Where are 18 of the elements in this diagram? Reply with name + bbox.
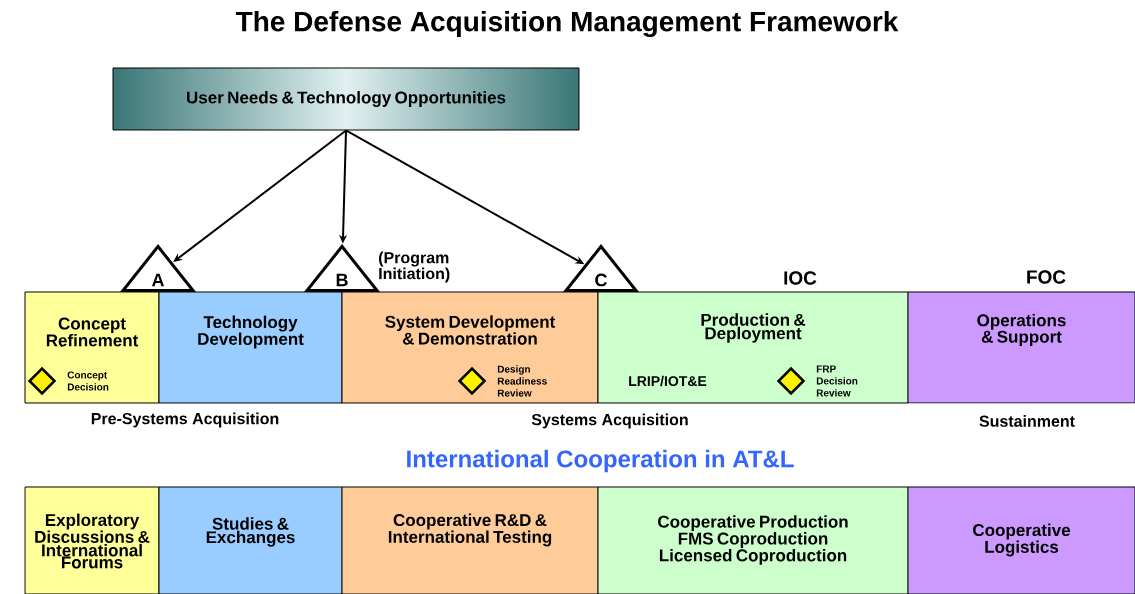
phase-box: Cooperative Logistics — [907, 486, 1135, 594]
title: The Defense Acquisition Management Framework — [235, 10, 899, 38]
phase-box: Operations & Support — [907, 291, 1135, 404]
phase-box: Studies & Exchanges — [158, 486, 343, 594]
phase-group-label: Systems Acquisition — [531, 413, 688, 429]
needs-box: User Needs & Technology Opportunities — [112, 67, 580, 131]
section-heading: International Cooperation in AT&L — [407, 449, 794, 473]
program-milestone-note: (Program Initiation) — [379, 251, 450, 283]
phase-box: Cooperative R&D & International Testing — [341, 486, 599, 594]
stage-label: LRIP/IOT&E — [629, 375, 707, 387]
phase-box: Technology Development — [158, 291, 343, 404]
milestone-label: Concept Decision — [67, 371, 109, 391]
phase-box: Exploratory Discussions & International Forums — [24, 486, 160, 594]
phase-group-label: Pre-Systems Acquisition — [91, 412, 279, 428]
milestone-label: FRP Decision Review — [816, 365, 858, 397]
phase-box: Cooperative Production FMS Coproduction Licensed Coproduction — [597, 486, 909, 594]
milestone-label: Design Readiness Review — [497, 365, 547, 397]
milestone-label: IOC — [784, 271, 817, 285]
